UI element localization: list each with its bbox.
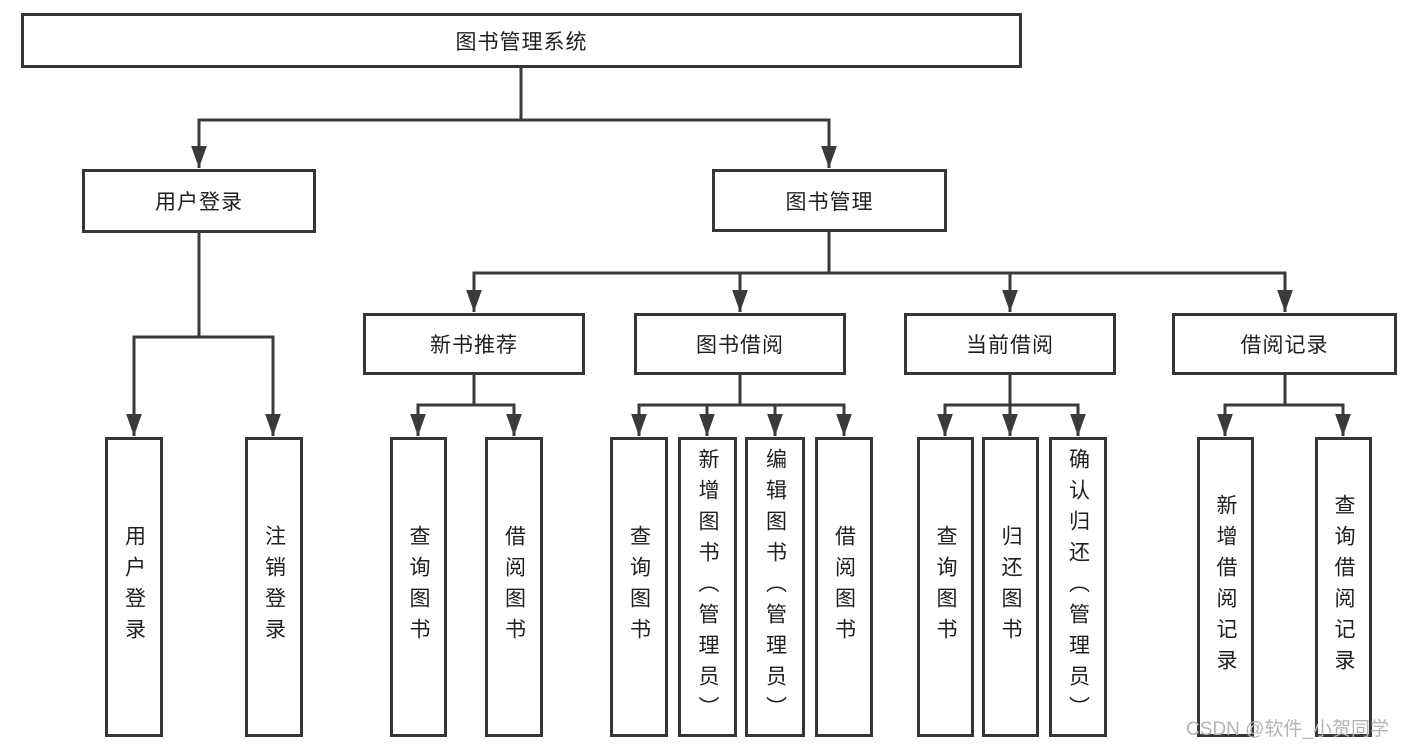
leaf-add-books-admin-label: 新增图书（管理员）: [696, 447, 719, 727]
node-root-label: 图书管理系统: [455, 30, 588, 54]
leaf-confirm-return-admin-label: 确认归还（管理员）: [1066, 447, 1090, 727]
leaf-user-login: 用户登录: [105, 437, 163, 737]
leaf-user-login-label: 用户登录: [122, 525, 146, 649]
leaf-return-books-label: 归还图书: [999, 525, 1022, 649]
leaf-query-books-current-label: 查询图书: [934, 525, 957, 649]
node-book-management-label: 图书管理: [785, 190, 874, 214]
node-current-borrow: 当前借阅: [904, 313, 1116, 375]
node-current-borrow-label: 当前借阅: [966, 334, 1054, 357]
node-user-login-label: 用户登录: [155, 191, 243, 214]
leaf-query-books-borrow-label: 查询图书: [627, 525, 651, 649]
node-root: 图书管理系统: [21, 13, 1022, 68]
leaf-edit-books-admin-label: 编辑图书（管理员）: [763, 447, 787, 727]
node-borrow-records: 借阅记录: [1172, 313, 1397, 375]
leaf-borrow-books: 借阅图书: [815, 437, 873, 737]
csdn-watermark: CSDN @软件_小贺同学: [1186, 719, 1389, 740]
leaf-add-borrow-record: 新增借阅记录: [1197, 437, 1254, 737]
node-new-book-recommend: 新书推荐: [363, 313, 585, 375]
leaf-add-borrow-record-label: 新增借阅记录: [1214, 494, 1237, 680]
leaf-query-books-recommend: 查询图书: [390, 437, 447, 737]
leaf-borrow-books-recommend: 借阅图书: [485, 437, 543, 737]
leaf-logout: 注销登录: [245, 437, 303, 737]
leaf-query-books-recommend-label: 查询图书: [407, 525, 430, 649]
node-new-book-recommend-label: 新书推荐: [430, 334, 518, 357]
leaf-logout-label: 注销登录: [262, 525, 286, 649]
leaf-query-books-current: 查询图书: [917, 437, 974, 737]
leaf-return-books: 归还图书: [982, 437, 1039, 737]
leaf-query-borrow-record: 查询借阅记录: [1315, 437, 1372, 737]
leaf-borrow-books-recommend-label: 借阅图书: [502, 525, 526, 649]
node-borrow-records-label: 借阅记录: [1240, 334, 1329, 357]
leaf-edit-books-admin: 编辑图书（管理员）: [745, 437, 805, 737]
node-book-management: 图书管理: [712, 169, 947, 232]
leaf-query-borrow-record-label: 查询借阅记录: [1332, 494, 1355, 680]
node-book-borrow: 图书借阅: [634, 313, 846, 375]
leaf-confirm-return-admin: 确认归还（管理员）: [1049, 437, 1107, 737]
leaf-query-books-borrow: 查询图书: [610, 437, 668, 737]
node-user-login: 用户登录: [82, 169, 316, 233]
leaf-add-books-admin: 新增图书（管理员）: [678, 437, 737, 737]
leaf-borrow-books-label: 借阅图书: [832, 525, 856, 649]
node-book-borrow-label: 图书借阅: [696, 334, 784, 357]
